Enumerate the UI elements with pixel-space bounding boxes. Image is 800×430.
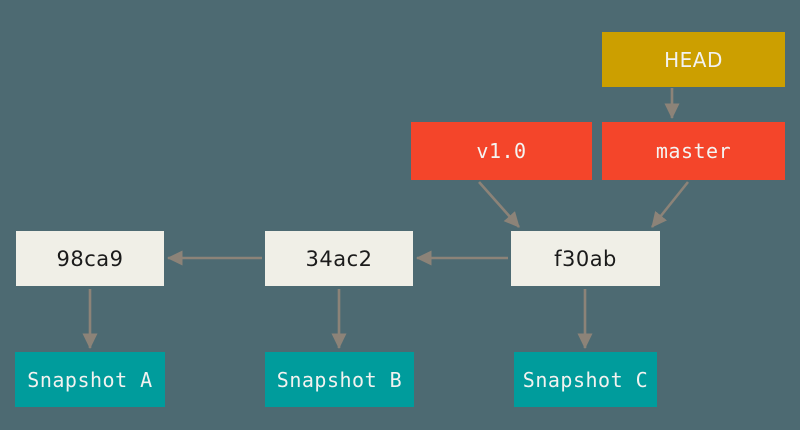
commit-f30ab-label: f30ab (554, 246, 617, 271)
arrow-master-to-f30ab (650, 181, 690, 228)
commit-34ac2-box[interactable]: 34ac2 (265, 231, 413, 286)
snapshot-a-label: Snapshot A (27, 367, 153, 392)
commit-34ac2-label: 34ac2 (305, 246, 373, 271)
tag-v10-label: v1.0 (476, 139, 527, 163)
snapshot-a-box[interactable]: Snapshot A (15, 352, 165, 407)
snapshot-b-box[interactable]: Snapshot B (265, 352, 414, 407)
commit-98ca9-label: 98ca9 (56, 246, 124, 271)
tag-v10-box[interactable]: v1.0 (411, 122, 592, 180)
snapshot-c-box[interactable]: Snapshot C (514, 352, 657, 407)
commit-98ca9-box[interactable]: 98ca9 (16, 231, 164, 286)
snapshot-b-label: Snapshot B (276, 367, 403, 392)
branch-master-box[interactable]: master (602, 122, 785, 180)
branch-master-label: master (655, 139, 732, 163)
head-pointer-label: HEAD (664, 47, 723, 72)
head-pointer-box[interactable]: HEAD (602, 32, 785, 87)
snapshot-c-label: Snapshot C (522, 367, 649, 392)
commit-f30ab-box[interactable]: f30ab (511, 231, 660, 286)
arrow-v10-to-f30ab (478, 181, 520, 228)
